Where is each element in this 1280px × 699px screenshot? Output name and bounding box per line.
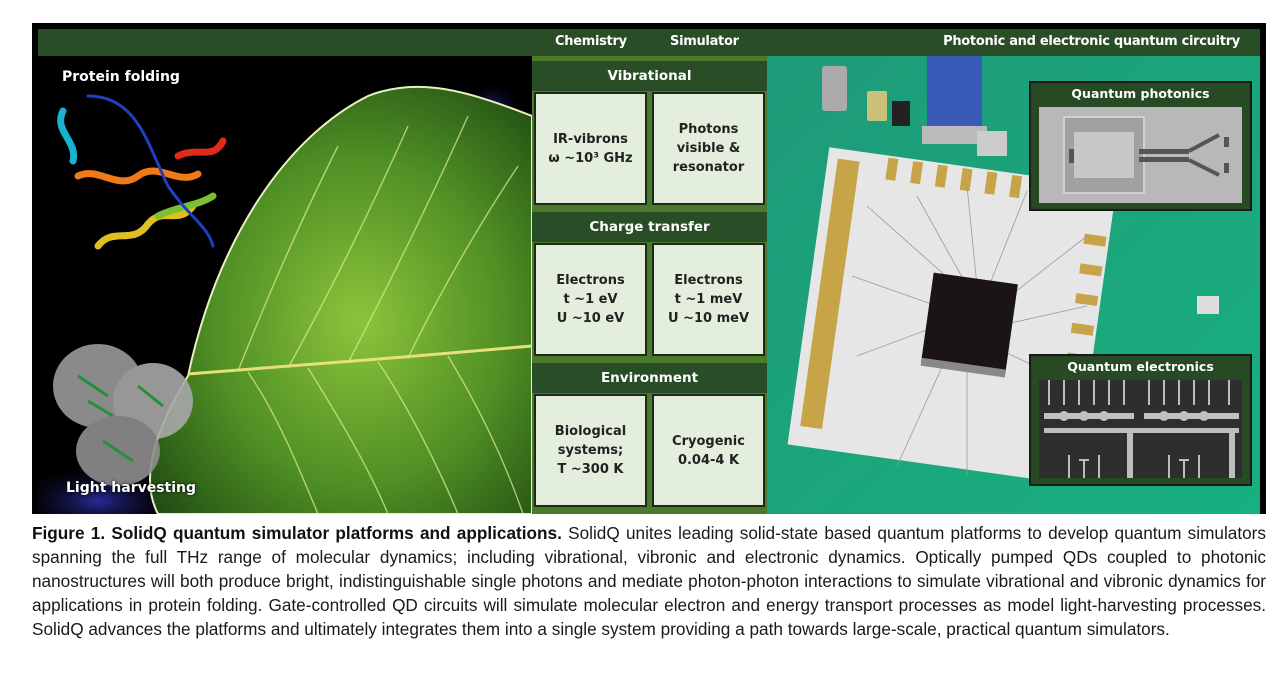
caption-title: Figure 1. SolidQ quantum simulator platf…: [32, 523, 562, 543]
circuitry-image-panel: Quantum photonics Quantum electronics: [767, 56, 1260, 514]
environment-simulator-cell: Cryogenic 0.04-4 K: [652, 394, 765, 507]
protein-folding-label: Protein folding: [62, 69, 180, 85]
quantum-chip: [921, 272, 1018, 374]
chemistry-image-panel: Protein folding Light harvesting: [38, 56, 532, 514]
charge-transfer-chemistry-cell: Electrons t ~1 eV U ~10 eV: [534, 243, 647, 356]
header-chemistry: Chemistry: [555, 34, 627, 49]
protein-ribbon: [57, 94, 227, 250]
light-harvesting-complex: [53, 344, 193, 486]
light-harvesting-label: Light harvesting: [66, 480, 197, 496]
caption-body: SolidQ unites leading solid-state based …: [32, 523, 1266, 639]
section-vibrational-header: Vibrational: [532, 61, 767, 91]
comparison-table: Vibrational IR-vibrons ω ~10³ GHz Photon…: [532, 56, 767, 514]
photonic-device-image: [1039, 107, 1242, 203]
charge-transfer-simulator-cell: Electrons t ~1 meV U ~10 meV: [652, 243, 765, 356]
environment-chemistry-cell: Biological systems; T ~300 K: [534, 394, 647, 507]
header-circuitry: Photonic and electronic quantum circuitr…: [943, 34, 1240, 49]
section-environment-header: Environment: [532, 363, 767, 393]
leaf-illustration: [38, 81, 532, 514]
quantum-electronics-inset: Quantum electronics: [1029, 354, 1252, 486]
figure-caption: Figure 1. SolidQ quantum simulator platf…: [32, 521, 1266, 641]
quantum-electronics-title: Quantum electronics: [1067, 359, 1214, 374]
figure-panel: Chemistry Simulator Photonic and electro…: [32, 23, 1266, 514]
figure-header-bar: Chemistry Simulator Photonic and electro…: [38, 29, 1260, 56]
quantum-photonics-title: Quantum photonics: [1071, 86, 1210, 101]
vibrational-simulator-cell: Photons visible & resonator: [652, 92, 765, 205]
quantum-photonics-inset: Quantum photonics: [1029, 81, 1252, 211]
pcb-chip-illustration: [767, 56, 1260, 514]
electronic-device-image: [1039, 380, 1242, 478]
section-charge-transfer-header: Charge transfer: [532, 212, 767, 242]
header-simulator: Simulator: [670, 34, 739, 49]
vibrational-chemistry-cell: IR-vibrons ω ~10³ GHz: [534, 92, 647, 205]
